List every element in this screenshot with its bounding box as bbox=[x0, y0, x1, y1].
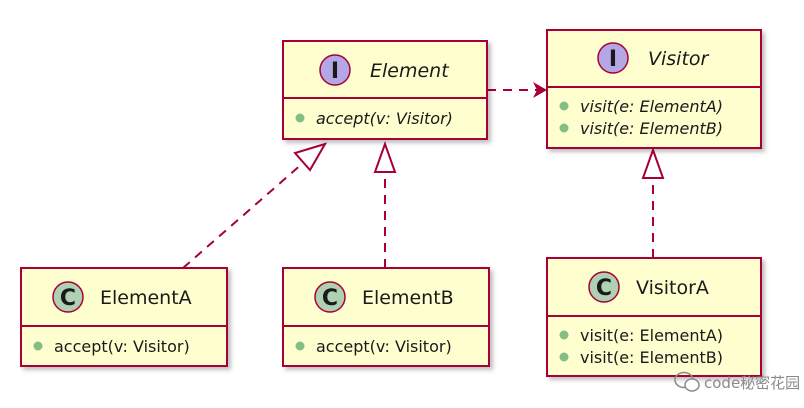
svg-text:I: I bbox=[609, 47, 617, 72]
dependency-arrowhead-icon bbox=[533, 82, 547, 98]
svg-text:C: C bbox=[596, 276, 612, 301]
class-box-visitora[interactable]: C VisitorA visit(e: ElementA) visit(e: E… bbox=[546, 257, 762, 377]
realization-elementb-to-element bbox=[373, 141, 397, 268]
class-name: ElementA bbox=[100, 287, 192, 309]
public-method-dot-icon bbox=[559, 101, 569, 111]
class-name: ElementB bbox=[362, 287, 454, 309]
public-method-dot-icon bbox=[33, 341, 43, 351]
class-box-elementa[interactable]: C ElementA accept(v: Visitor) bbox=[20, 267, 228, 367]
class-name: Element bbox=[370, 60, 450, 82]
method: accept(v: Visitor) bbox=[316, 337, 452, 356]
watermark-text: code秘密花园 bbox=[704, 374, 800, 392]
svg-text:C: C bbox=[60, 286, 76, 311]
dependency-element-to-visitor bbox=[487, 82, 547, 98]
public-method-dot-icon bbox=[295, 113, 305, 123]
method: visit(e: ElementB) bbox=[580, 119, 723, 138]
public-method-dot-icon bbox=[559, 123, 569, 133]
realization-visitora-to-visitor bbox=[641, 147, 665, 258]
interface-badge-icon: I bbox=[319, 54, 351, 86]
method: visit(e: ElementB) bbox=[580, 348, 723, 367]
method: visit(e: ElementA) bbox=[580, 97, 723, 116]
class-badge-icon: C bbox=[314, 281, 346, 313]
class-name: Visitor bbox=[648, 48, 710, 70]
class-badge-icon: C bbox=[588, 271, 620, 303]
realization-arrowhead-icon bbox=[293, 142, 328, 172]
watermark: code秘密花园 bbox=[674, 371, 800, 392]
wechat-icon bbox=[674, 371, 700, 392]
class-box-elementb[interactable]: C ElementB accept(v: Visitor) bbox=[282, 267, 490, 367]
realization-arrowhead-icon bbox=[641, 147, 665, 179]
class-box-visitor[interactable]: I Visitor visit(e: ElementA) visit(e: El… bbox=[546, 29, 762, 149]
svg-text:I: I bbox=[331, 59, 339, 84]
realization-elementa-to-element bbox=[182, 142, 328, 269]
method: accept(v: Visitor) bbox=[316, 109, 453, 128]
svg-text:C: C bbox=[322, 286, 338, 311]
public-method-dot-icon bbox=[559, 330, 569, 340]
class-badge-icon: C bbox=[52, 281, 84, 313]
public-method-dot-icon bbox=[559, 352, 569, 362]
method: visit(e: ElementA) bbox=[580, 326, 723, 345]
interface-badge-icon: I bbox=[597, 42, 629, 74]
method: accept(v: Visitor) bbox=[54, 337, 190, 356]
public-method-dot-icon bbox=[295, 341, 305, 351]
class-box-element[interactable]: I Element accept(v: Visitor) bbox=[282, 40, 488, 140]
realization-arrowhead-icon bbox=[373, 141, 397, 173]
class-name: VisitorA bbox=[636, 277, 709, 299]
